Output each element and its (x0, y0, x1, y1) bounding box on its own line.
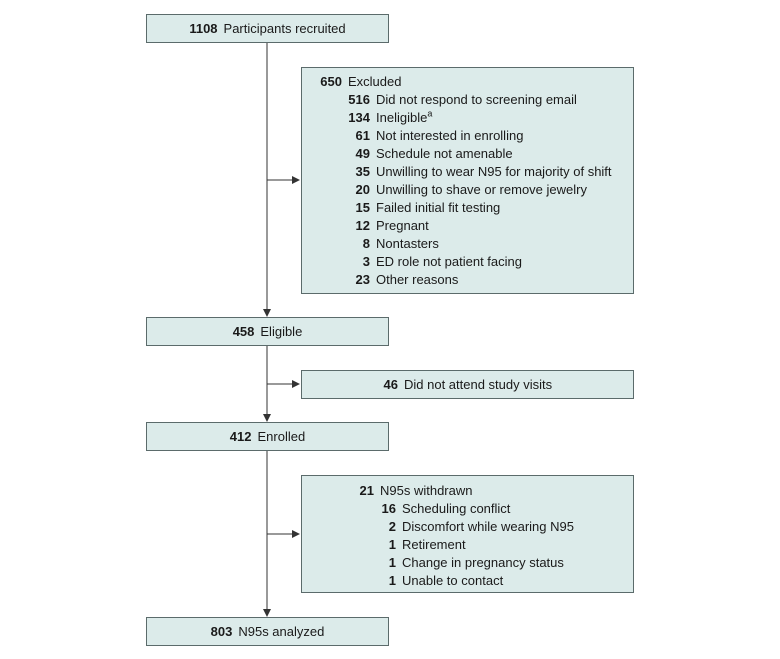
reason-text: Failed initial fit testing (376, 200, 501, 215)
reason-text: Not interested in enrolling (376, 128, 524, 143)
reason-text: Unwilling to wear N95 for majority of sh… (376, 164, 612, 179)
eligible-box: 458 Eligible (146, 317, 389, 346)
recruited-count: 1108 (189, 21, 218, 36)
reason-count: 1 (388, 537, 396, 552)
reason-row: 49 Schedule not amenable (302, 145, 633, 163)
reason-row: 61 Not interested in enrolling (302, 127, 633, 145)
enrolled-label: Enrolled (257, 429, 306, 444)
reason-row: 1 Unable to contact (302, 572, 633, 590)
no-attend-box: 46 Did not attend study visits (301, 370, 634, 399)
reason-label: Unable to contact (402, 572, 503, 590)
reason-row: 516 Did not respond to screening email (302, 91, 633, 109)
reason-count: 23 (355, 272, 370, 287)
recruited-box: 1108 Participants recruited (146, 14, 389, 43)
reason-row: 12 Pregnant (302, 217, 633, 235)
reason-label: Change in pregnancy status (402, 554, 564, 572)
reason-label: Scheduling conflict (402, 500, 510, 518)
excluded-label: Excluded (348, 74, 402, 89)
reason-text: Did not respond to screening email (376, 92, 577, 107)
reason-row: 3 ED role not patient facing (302, 253, 633, 271)
reason-label: Schedule not amenable (376, 145, 513, 163)
withdrawn-label: N95s withdrawn (380, 483, 473, 498)
eligible-label: Eligible (260, 324, 303, 339)
reason-count: 16 (381, 501, 396, 516)
reason-label: Not interested in enrolling (376, 127, 523, 145)
reason-label: Unwilling to shave or remove jewelry (376, 181, 587, 199)
withdrawn-reasons-list: 16 Scheduling conflict 2 Discomfort while w… (302, 500, 633, 590)
reason-label: Nontasters (376, 235, 439, 253)
no-attend-count: 46 (383, 376, 398, 392)
reason-count: 61 (355, 128, 370, 143)
analyzed-label: N95s analyzed (238, 624, 325, 639)
reason-text: Scheduling conflict (402, 501, 511, 516)
footnote-marker: a (427, 108, 433, 119)
withdrawn-count: 21 (359, 483, 374, 498)
reason-count: 3 (362, 254, 370, 269)
reason-count: 8 (362, 236, 370, 251)
reason-row: 1 Retirement (302, 536, 633, 554)
reason-text: Schedule not amenable (376, 146, 513, 161)
reason-label: Unwilling to wear N95 for majority of sh… (376, 163, 612, 181)
reason-count: 1 (388, 555, 396, 570)
analyzed-box: 803 N95s analyzed (146, 617, 389, 646)
reason-text: Change in pregnancy status (402, 555, 564, 570)
enrolled-count: 412 (229, 429, 252, 444)
reason-count: 1 (388, 573, 396, 588)
excluded-header: 650 Excluded (302, 73, 633, 91)
reason-text: Discomfort while wearing N95 (402, 519, 574, 534)
excluded-count: 650 (320, 74, 342, 89)
reason-row: 1 Change in pregnancy status (302, 554, 633, 572)
recruited-label: Participants recruited (223, 21, 346, 36)
reason-label: Pregnant (376, 217, 429, 235)
reason-row: 23 Other reasons (302, 271, 633, 289)
reason-count: 516 (348, 92, 370, 107)
reason-row: 8 Nontasters (302, 235, 633, 253)
reason-text: Unable to contact (402, 573, 504, 588)
reason-count: 12 (355, 218, 370, 233)
reason-row: 15 Failed initial fit testing (302, 199, 633, 217)
reason-count: 49 (355, 146, 370, 161)
reason-label: ED role not patient facing (376, 253, 522, 271)
reason-count: 20 (355, 182, 370, 197)
reason-row: 16 Scheduling conflict (302, 500, 633, 518)
reason-text: Unwilling to shave or remove jewelry (376, 182, 587, 197)
reason-count: 134 (348, 110, 370, 125)
reason-text: Nontasters (376, 236, 439, 251)
reason-row: 134 Ineligiblea (302, 109, 633, 127)
reason-text: Pregnant (376, 218, 429, 233)
reason-text: ED role not patient facing (376, 254, 522, 269)
analyzed-count: 803 (210, 624, 233, 639)
reason-count: 15 (355, 200, 370, 215)
reason-label: Ineligiblea (376, 109, 432, 127)
reason-text: Other reasons (376, 272, 459, 287)
reason-text: Retirement (402, 537, 466, 552)
enrolled-box: 412 Enrolled (146, 422, 389, 451)
withdrawn-header: 21 N95s withdrawn (302, 482, 633, 500)
eligible-count: 458 (232, 324, 255, 339)
reason-count: 35 (355, 164, 370, 179)
reason-row: 2 Discomfort while wearing N95 (302, 518, 633, 536)
reason-row: 35 Unwilling to wear N95 for majority of … (302, 163, 633, 181)
reason-count: 2 (388, 519, 396, 534)
excluded-reasons-list: 516 Did not respond to screening email 134… (302, 91, 633, 289)
reason-label: Did not respond to screening email (376, 91, 577, 109)
reason-row: 20 Unwilling to shave or remove jewelry (302, 181, 633, 199)
reason-label: Other reasons (376, 271, 458, 289)
reason-label: Retirement (402, 536, 466, 554)
reason-label: Failed initial fit testing (376, 199, 500, 217)
reason-label: Discomfort while wearing N95 (402, 518, 574, 536)
reason-text: Ineligible (376, 110, 428, 125)
excluded-box: 650 Excluded 516 Did not respond to scree… (301, 67, 634, 294)
no-attend-row: 46 Did not attend study visits (302, 376, 553, 394)
no-attend-label: Did not attend study visits (404, 376, 553, 392)
